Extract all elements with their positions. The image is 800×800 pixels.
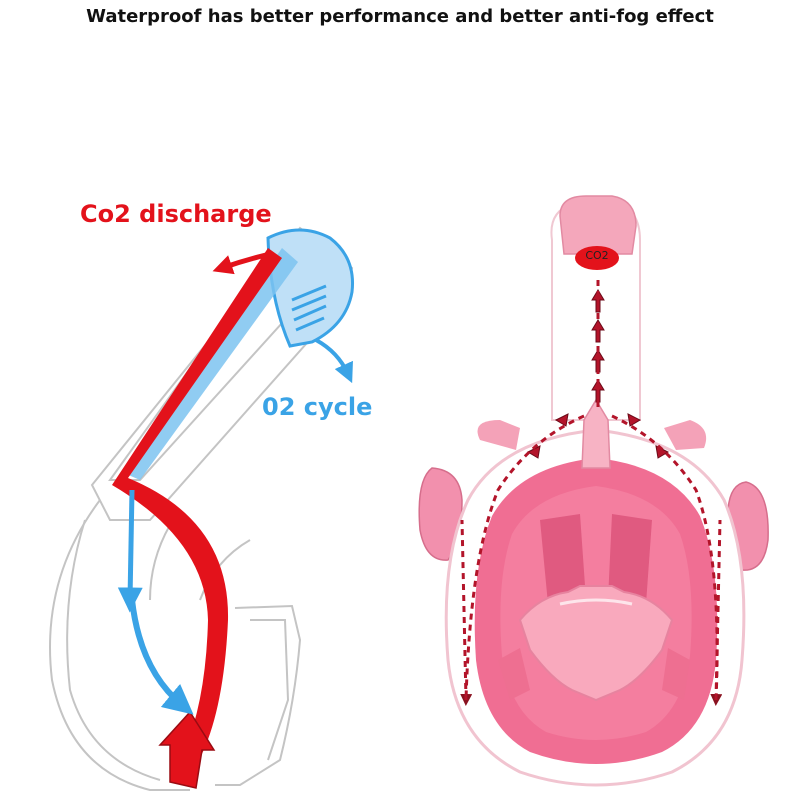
side-clip-left (418, 467, 463, 561)
headline: Waterproof has better performance and be… (86, 6, 714, 27)
o2-cycle-label: 02 cycle (262, 393, 373, 421)
co2-channel (112, 248, 282, 758)
o2-channel (126, 248, 298, 480)
co2-badge-label: CO2 (585, 249, 609, 262)
co2-discharge-label: Co2 discharge (80, 200, 272, 228)
right-mask (418, 195, 769, 787)
o2-flow-arrow-down (117, 489, 143, 613)
co2-flow-lines (460, 280, 723, 706)
o2-cycle-arrow (315, 338, 353, 384)
co2-flow-arrows (526, 289, 670, 459)
o2-chamber (266, 228, 355, 348)
co2-inlet-arrow (158, 710, 216, 789)
co2-discharge-arrow (212, 251, 271, 275)
o2-flow-arrow-mouth (129, 599, 194, 715)
